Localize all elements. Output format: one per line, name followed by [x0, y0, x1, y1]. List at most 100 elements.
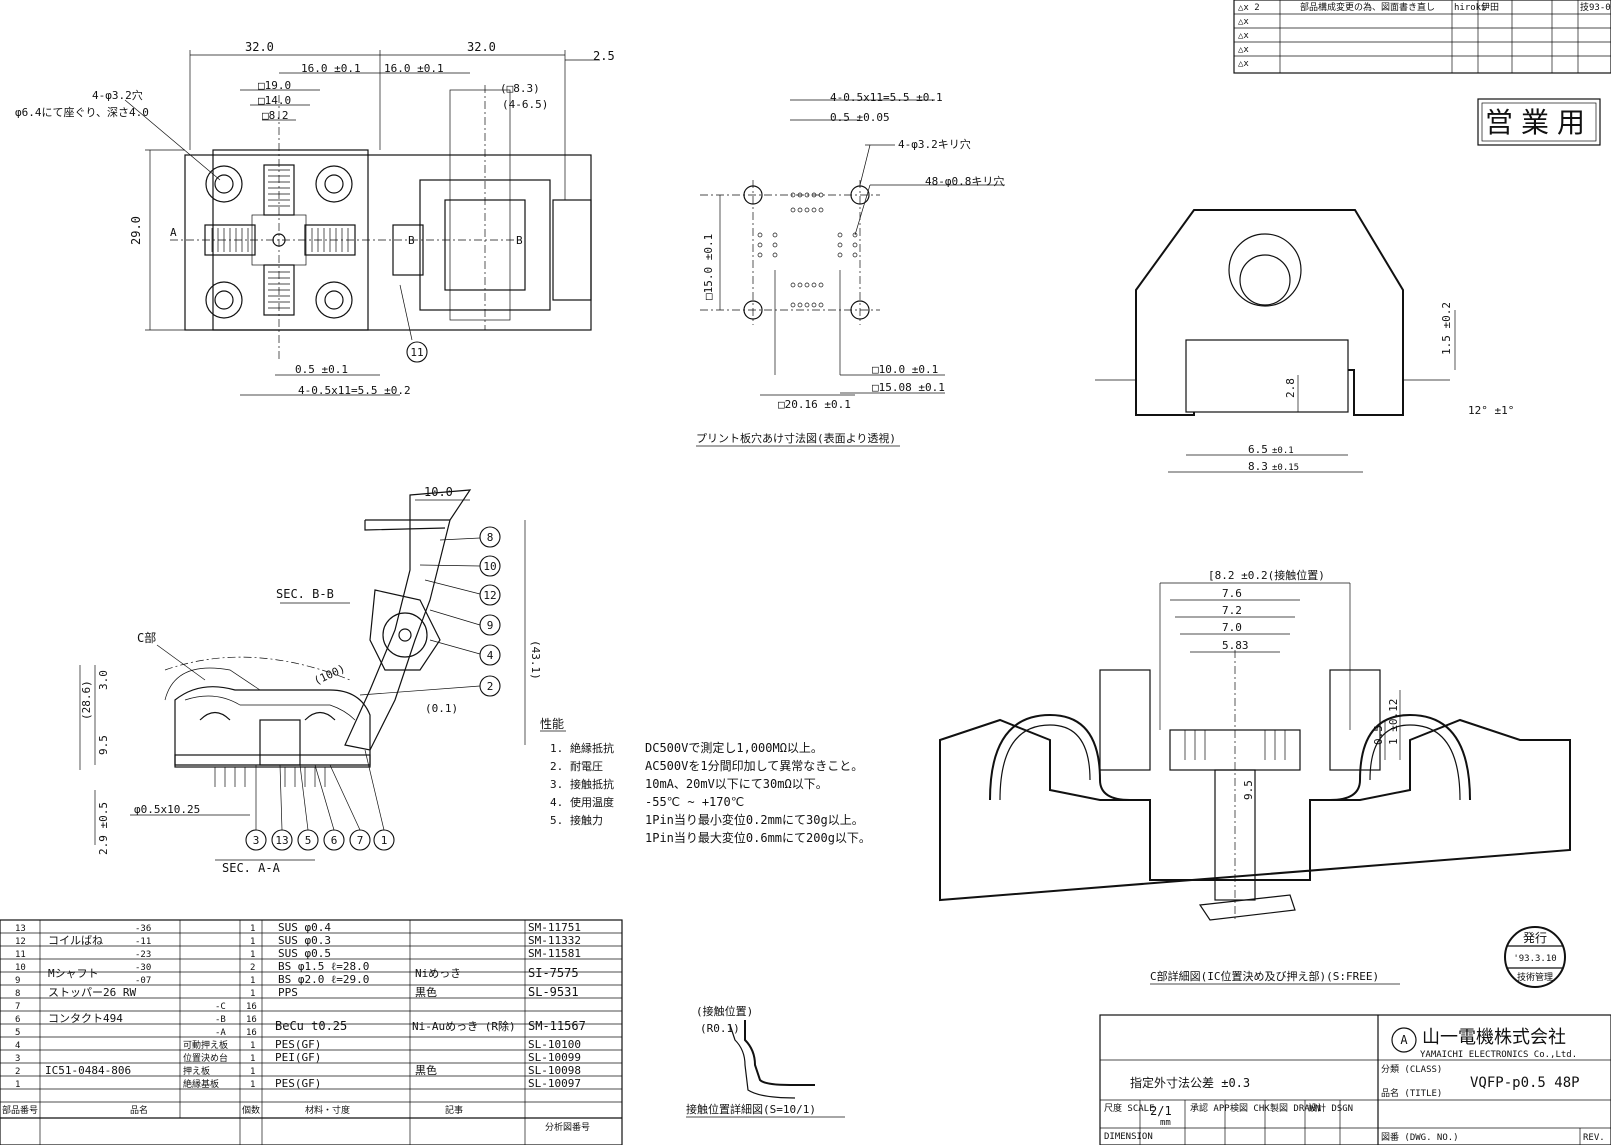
- bom-finish-3: 黒色: [415, 1063, 437, 1077]
- dim-offset: 2.5: [593, 49, 615, 63]
- bom-qty-9: 1: [250, 976, 255, 986]
- callout-13: 13: [275, 834, 288, 847]
- bom-no-7: 7: [15, 1002, 20, 1012]
- spec-2-name: 耐電圧: [570, 760, 603, 773]
- spec-1-value: DC500Vで測定し1,000MΩ以上。: [645, 740, 823, 755]
- lead-dim-width-1-tolerance: ±0.1: [1272, 446, 1294, 456]
- contact-position-caption: 接触位置詳細図(S=10/1): [686, 1102, 816, 1116]
- general-tolerance: 指定外寸法公差 ±0.3: [1130, 1075, 1250, 1090]
- bom-qty-7: 16: [246, 1002, 257, 1012]
- bom-qty-10: 2: [250, 963, 255, 973]
- bom-no-5: 5: [15, 1028, 20, 1038]
- bom-no-9: 9: [15, 976, 20, 986]
- bom-code-11: SM-11581: [528, 947, 581, 960]
- class-label: 分類 (CLASS): [1381, 1064, 1442, 1075]
- section-dim-3: 3.0: [97, 670, 110, 690]
- spec-3-value: 10mA、20mV以下にて30mΩ以下。: [645, 777, 828, 791]
- bom-code-2: SL-10098: [528, 1064, 581, 1077]
- callout-2: 2: [487, 680, 494, 693]
- pcb-dim-height: □15.0 ±0.1: [702, 234, 715, 300]
- section-aa-title: SEC. A-A: [222, 861, 281, 875]
- bom-name-9: Mシャフト: [48, 967, 99, 980]
- section-dim-9-5: 9.5: [97, 735, 110, 755]
- bom-no-2: 2: [15, 1067, 20, 1077]
- pcb-dim-holes-4: 4-φ3.2キリ穴: [898, 137, 971, 151]
- bom-header-name: 品名: [130, 1104, 148, 1116]
- callout-4: 4: [487, 649, 494, 662]
- bom-table: 13 -36 1 SUS φ0.4 SM-11751 12 コイルばね -11 …: [0, 919, 623, 1145]
- bom-header-material: 材料・寸度: [305, 1104, 350, 1116]
- section-b-label-right: B: [516, 234, 523, 247]
- dim-holes: 4-φ3.2穴: [92, 88, 143, 102]
- detail-dim-7-6: 7.6: [1222, 587, 1242, 600]
- detail-caption: C部詳細図(IC位置決め及び押え部)(S:FREE): [1150, 969, 1379, 983]
- business-use-text: 営業用: [1485, 106, 1593, 139]
- lead-dim-width-2-tolerance: ±0.15: [1272, 463, 1299, 473]
- dim-width-right: 32.0: [467, 40, 496, 54]
- issue-stamp-date: '93.3.10: [1513, 954, 1556, 964]
- bom-no-12: 12: [15, 937, 26, 947]
- bom-finish-8: 黒色: [415, 985, 437, 999]
- pcb-dim-square-10: □10.0 ±0.1: [872, 363, 938, 376]
- detail-c-label: C部: [137, 630, 156, 645]
- rev-mark-2: △x: [1238, 17, 1249, 27]
- title-label: 品名 (TITLE): [1381, 1087, 1442, 1099]
- bom-no-11: 11: [15, 950, 26, 960]
- bom-qty-2: 1: [250, 1067, 255, 1077]
- bom-name-6: コンタクト494: [48, 1012, 123, 1025]
- bom-header-qty: 個数: [242, 1104, 260, 1116]
- detail-dim-5-83: 5.83: [1222, 639, 1249, 652]
- bom-spec-11: -23: [135, 950, 151, 960]
- bom-spec-4: 可動押え板: [183, 1039, 228, 1051]
- contact-position-view: (接触位置) (R0.1) 接触位置詳細図(S=10/1): [686, 1004, 845, 1118]
- callout-12: 12: [483, 589, 496, 602]
- bom-spec-7: -C: [215, 1002, 226, 1012]
- detail-dim-7-2: 7.2: [1222, 604, 1242, 617]
- bom-code-3: SL-10099: [528, 1051, 581, 1064]
- bom-qty-13: 1: [250, 924, 255, 934]
- bom-finish-6: Ni-Auめっき (R除): [412, 1019, 516, 1033]
- dim-square-14: □14.0: [258, 94, 291, 107]
- dim-pitch: 0.5 ±0.1: [295, 363, 348, 376]
- dim-half-b: 16.0 ±0.1: [384, 62, 444, 75]
- bom-material-8: PPS: [278, 986, 298, 999]
- spec-2-value: AC500Vを1分間印加して異常なきこと。: [645, 759, 863, 773]
- lead-detail-view: 1.5 ±0.2 2.8 12° ±1° 6.5 ±0.1 8.3 ±0.15: [1095, 209, 1514, 473]
- bom-material-4: PES(GF): [275, 1038, 321, 1051]
- bom-material-11: SUS φ0.5: [278, 947, 331, 960]
- bom-name-8: ストッパー26 RW: [48, 986, 136, 999]
- bom-spec-10: -30: [135, 963, 151, 973]
- spec-3-name: 接触抵抗: [570, 777, 614, 791]
- issue-stamp-label: 発行: [1523, 931, 1547, 945]
- bom-code-4: SL-10100: [528, 1038, 581, 1051]
- bom-spec-13: -36: [135, 924, 151, 934]
- dim-tolerance-4-6-5: (4-6.5): [502, 98, 548, 111]
- dimension-label: DIMENSION: [1104, 1132, 1153, 1142]
- dim-square-8-3: (□8.3): [500, 82, 540, 95]
- specifications: 性能 1. 絶縁抵抗 DC500Vで測定し1,000MΩ以上。 2. 耐電圧 A…: [540, 717, 871, 845]
- detail-dim-1: 1 ±0.12: [1387, 699, 1400, 745]
- bom-material-10: BS φ1.5 ℓ=28.0: [278, 960, 369, 973]
- callout-8: 8: [487, 531, 494, 544]
- bom-spec-1: 絶縁基板: [183, 1078, 219, 1090]
- rev-drawing-no-1: 技93-032: [1580, 1, 1611, 13]
- lead-dim-inner: 2.8: [1284, 378, 1297, 398]
- spec-heading: 性能: [540, 717, 564, 731]
- bom-material-13: SUS φ0.4: [278, 921, 331, 934]
- dim-counterbore: φ6.4にて座ぐり、深さ4.0: [15, 105, 149, 119]
- contact-detail-view: [8.2 ±0.2(接触位置) 7.6 7.2 7.0 5.83 0.5 1 ±…: [939, 568, 1571, 985]
- lead-dim-width-2: 8.3: [1248, 460, 1268, 473]
- bom-no-4: 4: [15, 1041, 20, 1051]
- pcb-dim-pitch-total: 4-0.5x11=5.5 ±0.1: [830, 91, 943, 104]
- bom-name-12: コイルばね: [48, 934, 103, 947]
- lead-dim-angle: 12° ±1°: [1468, 404, 1514, 417]
- callout-7: 7: [357, 834, 364, 847]
- scale-label: 尺度 SCALE: [1104, 1102, 1155, 1114]
- title-block: A 山一電機株式会社 YAMAICHI ELECTRONICS Co.,Ltd.…: [1099, 1014, 1611, 1145]
- bom-header-code: 分析図番号: [545, 1121, 590, 1133]
- callout-6: 6: [331, 834, 338, 847]
- section-dim-pin-pitch: φ0.5x10.25: [134, 803, 200, 816]
- bom-spec-3: 位置決め台: [183, 1052, 228, 1064]
- rev-mark-5: △x: [1238, 59, 1249, 69]
- bom-header-finish: 記事: [445, 1104, 463, 1116]
